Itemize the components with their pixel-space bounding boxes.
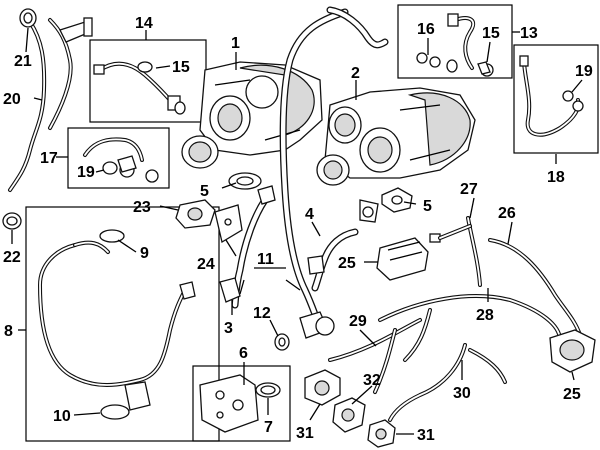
callout-3: 3 xyxy=(224,320,233,337)
callout-32: 32 xyxy=(363,372,381,389)
callout-6: 6 xyxy=(239,345,248,362)
gasket-5-right xyxy=(381,187,413,213)
callout-28: 28 xyxy=(476,307,494,324)
callout-19-box18: 19 xyxy=(575,63,593,80)
callout-29: 29 xyxy=(349,313,367,330)
callout-16: 16 xyxy=(417,21,435,38)
callout-labels: 1 2 3 4 5 5 6 7 8 9 10 11 12 13 14 15 15… xyxy=(3,15,593,444)
callout-17: 17 xyxy=(40,150,58,167)
callout-11: 11 xyxy=(257,251,274,268)
callout-5-right: 5 xyxy=(423,198,432,215)
oil-line-11 xyxy=(279,6,389,339)
coolant-line-17 xyxy=(83,137,159,183)
callout-31-right: 31 xyxy=(417,427,435,444)
callout-5-left: 5 xyxy=(200,183,209,200)
coolant-hose-20 xyxy=(8,17,93,192)
valve-32 xyxy=(332,397,366,433)
callout-13: 13 xyxy=(520,25,538,42)
callout-27: 27 xyxy=(460,181,478,198)
callout-30: 30 xyxy=(453,385,471,402)
callout-15-box13: 15 xyxy=(482,25,500,42)
bracket-24 xyxy=(214,204,243,244)
coolant-line-13 xyxy=(416,13,494,77)
valve-25-upper xyxy=(376,233,441,281)
vacuum-line-28 xyxy=(328,294,562,362)
callout-15-box14: 15 xyxy=(172,59,190,76)
callout-26: 26 xyxy=(498,205,516,222)
callout-10: 10 xyxy=(53,408,71,425)
oil-line-8 xyxy=(37,229,196,420)
callout-23: 23 xyxy=(133,199,151,216)
callout-1: 1 xyxy=(231,35,240,52)
gasket-7 xyxy=(255,382,281,398)
actuator-25-lower xyxy=(549,329,596,373)
callout-25-lower: 25 xyxy=(563,386,581,403)
callout-7: 7 xyxy=(264,419,273,436)
callout-12: 12 xyxy=(253,305,271,322)
housing-6 xyxy=(199,374,259,433)
clamp-21 xyxy=(19,8,37,28)
callout-22: 22 xyxy=(3,249,21,266)
callout-31-left: 31 xyxy=(296,425,314,442)
callout-20: 20 xyxy=(3,91,21,108)
vacuum-line-27 xyxy=(438,216,482,287)
oil-line-4 xyxy=(307,199,379,292)
valve-31-left xyxy=(304,369,341,406)
vacuum-line-30 xyxy=(388,343,507,422)
group-box-14 xyxy=(89,39,207,123)
callout-24: 24 xyxy=(197,256,215,273)
turbocharger-1 xyxy=(181,61,323,169)
vacuum-line-26 xyxy=(488,238,582,337)
gasket-5-left xyxy=(228,172,262,190)
group-box-18 xyxy=(513,44,599,154)
solenoid-23 xyxy=(175,199,216,229)
leader-lines xyxy=(11,27,583,435)
group-box-13 xyxy=(397,4,513,79)
callout-4: 4 xyxy=(305,206,314,223)
callout-14: 14 xyxy=(135,15,153,32)
group-box-6 xyxy=(192,365,291,442)
callout-18: 18 xyxy=(547,169,565,186)
callout-21: 21 xyxy=(14,53,32,70)
coolant-line-14 xyxy=(93,61,186,115)
group-box-17 xyxy=(67,127,170,189)
callout-25-upper: 25 xyxy=(338,255,356,272)
callout-8: 8 xyxy=(4,323,13,340)
coolant-line-18 xyxy=(519,55,584,137)
oil-return-3 xyxy=(219,185,276,309)
callout-2: 2 xyxy=(351,65,360,82)
washer-12 xyxy=(274,333,290,351)
callout-9: 9 xyxy=(140,245,149,262)
vacuum-line-29 xyxy=(373,308,432,394)
group-box-8 xyxy=(25,206,220,442)
turbocharger-2 xyxy=(316,87,476,186)
valve-31-right xyxy=(367,419,396,448)
clamp-22 xyxy=(2,212,22,230)
callout-19-box17: 19 xyxy=(77,164,95,181)
